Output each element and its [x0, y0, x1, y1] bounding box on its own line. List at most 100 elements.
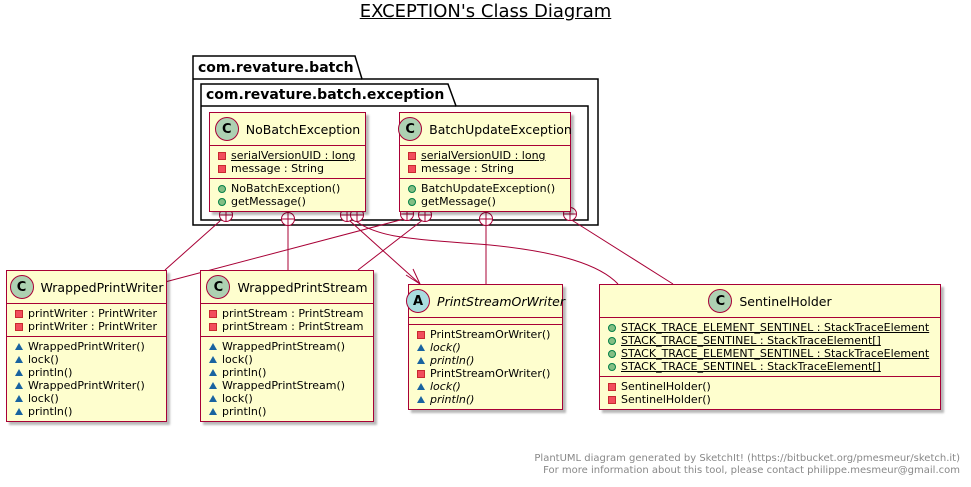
field-text: message : String [231, 162, 324, 175]
method-row: println() [14, 405, 161, 418]
field-text: printWriter : PrintWriter [28, 307, 157, 320]
method-row: PrintStreamOrWriter() [416, 328, 557, 341]
method-row: SentinelHolder() [607, 393, 935, 406]
field-row: STACK_TRACE_ELEMENT_SENTINEL : StackTrac… [607, 347, 935, 360]
class-name: SentinelHolder [739, 293, 832, 309]
methods-section: NoBatchException()getMessage() [210, 178, 365, 211]
method-text: SentinelHolder() [621, 393, 711, 406]
nested-marker-icon [281, 212, 295, 226]
method-text: NoBatchException() [231, 182, 341, 195]
public-visibility-icon [407, 184, 417, 193]
diagram-title: EXCEPTION's Class Diagram [359, 1, 612, 22]
class-icon: C [708, 289, 733, 313]
class-icon: C [9, 275, 34, 299]
methods-section: SentinelHolder()SentinelHolder() [600, 376, 940, 409]
method-text: WrappedPrintStream() [222, 379, 346, 392]
method-row: lock() [416, 341, 557, 354]
field-row: printWriter : PrintWriter [14, 320, 161, 333]
method-text: println() [222, 405, 267, 418]
package-visibility-icon [208, 395, 218, 402]
field-row: message : String [407, 162, 565, 175]
package-outer-label: com.revature.batch [198, 60, 354, 76]
method-row: println() [14, 366, 161, 379]
method-text: PrintStreamOrWriter() [430, 328, 551, 341]
private-visibility-icon [208, 322, 218, 331]
package-visibility-icon [208, 408, 218, 415]
class-header: C WrappedPrintStream [201, 271, 373, 303]
private-visibility-icon [407, 164, 417, 173]
method-row: lock() [14, 353, 161, 366]
footer-line-2: For more information about this tool, pl… [543, 465, 960, 476]
package-visibility-icon [416, 344, 426, 351]
field-text: STACK_TRACE_SENTINEL : StackTraceElement… [621, 334, 881, 347]
private-visibility-icon [208, 309, 218, 318]
field-text: message : String [421, 162, 514, 175]
package-visibility-icon [208, 382, 218, 389]
method-row: println() [416, 354, 557, 367]
public-visibility-icon [407, 197, 417, 206]
class-icon: C [206, 275, 231, 299]
field-text: serialVersionUID : long [421, 149, 546, 162]
method-text: println() [430, 393, 475, 406]
package-visibility-icon [208, 343, 218, 350]
arrowhead-icon [405, 268, 421, 285]
method-row: SentinelHolder() [607, 380, 935, 393]
link-nobatch-wrappedprintwriter [164, 220, 221, 271]
link-nobatch-printstreamorwriter [349, 220, 421, 285]
method-text: WrappedPrintStream() [222, 340, 346, 353]
method-row: WrappedPrintStream() [208, 379, 368, 392]
method-row: WrappedPrintWriter() [14, 379, 161, 392]
private-visibility-icon [14, 309, 24, 318]
method-row: BatchUpdateException() [407, 182, 565, 195]
class-header: C SentinelHolder [600, 285, 940, 317]
field-text: serialVersionUID : long [231, 149, 356, 162]
private-visibility-icon [607, 395, 617, 404]
private-visibility-icon [607, 382, 617, 391]
field-row: STACK_TRACE_SENTINEL : StackTraceElement… [607, 360, 935, 373]
method-text: WrappedPrintWriter() [28, 379, 145, 392]
methods-section: PrintStreamOrWriter()lock()println()Prin… [409, 324, 562, 409]
method-text: lock() [28, 392, 59, 405]
method-row: lock() [14, 392, 161, 405]
class-icon: C [214, 117, 239, 141]
field-row: serialVersionUID : long [407, 149, 565, 162]
class-name: BatchUpdateException [429, 121, 572, 137]
field-row: message : String [217, 162, 360, 175]
private-visibility-icon [416, 369, 426, 378]
class-name: WrappedPrintStream [237, 279, 368, 295]
method-row: PrintStreamOrWriter() [416, 367, 557, 380]
nested-marker-icon [479, 212, 493, 226]
method-row: lock() [208, 353, 368, 366]
private-visibility-icon [217, 164, 227, 173]
method-text: lock() [222, 392, 253, 405]
method-text: PrintStreamOrWriter() [430, 367, 551, 380]
class-name: PrintStreamOrWriter [437, 293, 565, 309]
method-row: NoBatchException() [217, 182, 360, 195]
method-text: getMessage() [231, 195, 306, 208]
abstract-class-icon: A [406, 289, 431, 313]
class-wrappedprintstream[interactable]: C WrappedPrintStream printStream : PrintSt… [200, 270, 374, 422]
field-text: printStream : PrintStream [222, 320, 364, 333]
package-visibility-icon [14, 382, 24, 389]
link-nobatch-sentinelholder [355, 220, 619, 285]
method-text: lock() [430, 380, 461, 393]
method-row: println() [208, 405, 368, 418]
methods-section: BatchUpdateException()getMessage() [400, 178, 570, 211]
field-text: STACK_TRACE_ELEMENT_SENTINEL : StackTrac… [621, 321, 930, 334]
package-visibility-icon [14, 408, 24, 415]
method-text: WrappedPrintWriter() [28, 340, 145, 353]
methods-section: WrappedPrintStream()lock()println()Wrapp… [201, 336, 373, 421]
link-batchupdate-sentinelholder [569, 218, 674, 285]
method-text: lock() [28, 353, 59, 366]
method-text: println() [28, 366, 73, 379]
